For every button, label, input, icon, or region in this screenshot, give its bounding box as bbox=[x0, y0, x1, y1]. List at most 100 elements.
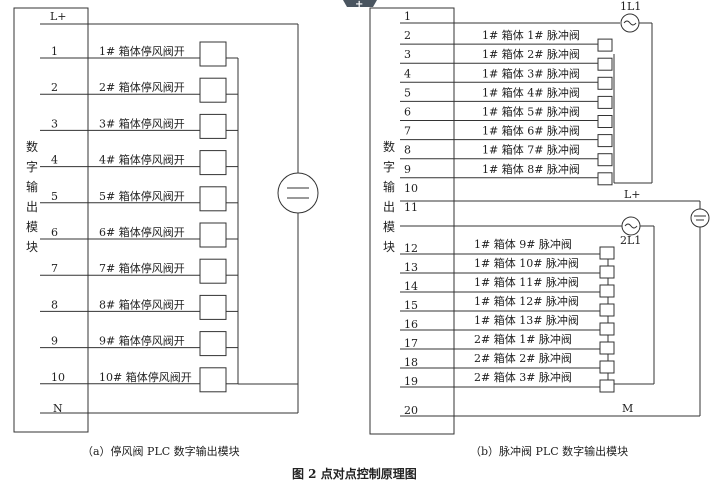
pulse-valve-coil-icon bbox=[599, 284, 615, 298]
right-row-label: 1# 箱体 1# 脉冲阀 bbox=[482, 28, 580, 42]
pulse-valve-coil-icon bbox=[599, 246, 615, 260]
right-row-label: 1# 箱体 13# 脉冲阀 bbox=[474, 313, 579, 327]
pulse-valve-coil-icon bbox=[597, 172, 613, 186]
left-module-char: 数 bbox=[26, 139, 38, 154]
left-row-number: 6 bbox=[51, 226, 58, 239]
right-row-number: 3 bbox=[404, 48, 411, 61]
right-m-label: M bbox=[622, 402, 633, 415]
right-row-number: 18 bbox=[404, 356, 418, 369]
right-row-label: 2# 箱体 2# 脉冲阀 bbox=[474, 351, 572, 365]
right-module-box bbox=[369, 7, 455, 435]
left-row-label: 3# 箱体停风阀开 bbox=[99, 116, 185, 130]
source-2l1-label: 2L1 bbox=[620, 234, 641, 247]
left-row-label: 4# 箱体停风阀开 bbox=[99, 153, 185, 167]
left-row-label: 9# 箱体停风阀开 bbox=[99, 334, 185, 348]
pulse-valve-coil-icon bbox=[597, 76, 613, 90]
pulse-valve-coil-icon bbox=[599, 303, 615, 317]
right-row-number: 5 bbox=[404, 86, 411, 99]
pulse-valve-coil-icon bbox=[599, 322, 615, 336]
right-module-char: 输 bbox=[383, 179, 395, 194]
left-power-source-icon bbox=[277, 172, 319, 214]
figure-title: 图 2 点对点控制原理图 bbox=[292, 466, 417, 481]
left-lplus-terminal: L+ bbox=[50, 10, 67, 23]
right-row-label: 1# 箱体 7# 脉冲阀 bbox=[482, 143, 580, 157]
right-row-number: 2 bbox=[404, 29, 411, 42]
right-row-number: 1 bbox=[404, 10, 411, 23]
right-row-label: 2# 箱体 3# 脉冲阀 bbox=[474, 370, 572, 384]
pulse-valve-coil-icon bbox=[597, 95, 613, 109]
source-2l1-wave bbox=[624, 223, 638, 229]
right-row-label: 1# 箱体 9# 脉冲阀 bbox=[474, 237, 572, 251]
valve-coil-icon bbox=[199, 222, 227, 248]
right-row-label: 1# 箱体 3# 脉冲阀 bbox=[482, 66, 580, 80]
add-icon: + bbox=[355, 0, 363, 10]
valve-coil-icon bbox=[199, 41, 227, 67]
right-row-label: 1# 箱体 8# 脉冲阀 bbox=[482, 162, 580, 176]
left-row-label: 2# 箱体停风阀开 bbox=[99, 80, 185, 94]
right-row-number: 15 bbox=[404, 299, 418, 312]
right-row-label: 1# 箱体 2# 脉冲阀 bbox=[482, 47, 580, 61]
right-module-char: 字 bbox=[383, 159, 395, 174]
pulse-valve-coil-icon bbox=[599, 379, 615, 393]
right-row-number: 20 bbox=[404, 404, 418, 417]
right-row-number: 6 bbox=[404, 106, 411, 119]
right-caption: （b）脉冲阀 PLC 数字输出模块 bbox=[470, 444, 628, 458]
pulse-valve-coil-icon bbox=[597, 38, 613, 52]
right-row-number: 16 bbox=[404, 318, 418, 331]
left-row-number: 3 bbox=[51, 117, 58, 130]
left-module-label: 数 字 输 出 模 块 bbox=[26, 139, 38, 254]
add-tab-shape bbox=[343, 0, 377, 7]
valve-coil-icon bbox=[199, 331, 227, 357]
pulse-valve-coil-icon bbox=[597, 57, 613, 71]
left-row-label: 7# 箱体停风阀开 bbox=[99, 261, 185, 275]
left-module-char: 出 bbox=[26, 200, 38, 214]
right-row-label: 1# 箱体 5# 脉冲阀 bbox=[482, 105, 580, 119]
right-row-number: 8 bbox=[404, 144, 411, 157]
left-row-number: 7 bbox=[51, 262, 58, 275]
right-module-char: 数 bbox=[383, 139, 395, 154]
left-row-number: 1 bbox=[51, 45, 58, 58]
right-row-number: 9 bbox=[404, 163, 411, 176]
left-module-char: 块 bbox=[26, 240, 38, 254]
right-row-label: 1# 箱体 12# 脉冲阀 bbox=[474, 294, 579, 308]
left-row-label: 6# 箱体停风阀开 bbox=[99, 225, 185, 239]
source-1l1-wave bbox=[623, 20, 637, 26]
left-row-number: 4 bbox=[51, 154, 58, 167]
right-row-label: 1# 箱体 11# 脉冲阀 bbox=[474, 275, 579, 289]
valve-coil-icon bbox=[199, 113, 227, 139]
valve-coil-icon bbox=[199, 367, 227, 393]
add-button[interactable]: + bbox=[343, 0, 377, 10]
right-row-number: 10 bbox=[404, 182, 418, 195]
right-row-number: 17 bbox=[404, 337, 418, 350]
left-row-number: 9 bbox=[51, 335, 58, 348]
valve-coil-icon bbox=[199, 294, 227, 320]
right-module-char: 模 bbox=[383, 220, 395, 234]
valve-coil-icon bbox=[199, 186, 227, 212]
pulse-valve-coil-icon bbox=[597, 134, 613, 148]
right-module-char: 出 bbox=[383, 200, 395, 214]
right-row-number: 19 bbox=[404, 375, 418, 388]
right-row-number: 14 bbox=[404, 280, 418, 293]
right-row-label: 1# 箱体 4# 脉冲阀 bbox=[482, 85, 580, 99]
left-module-char: 输 bbox=[26, 179, 38, 194]
left-module-box bbox=[13, 7, 89, 433]
left-row-number: 2 bbox=[51, 81, 58, 94]
right-ground-source-icon bbox=[690, 208, 710, 228]
right-module-label: 数 字 输 出 模 块 bbox=[383, 139, 395, 254]
right-row-number: 4 bbox=[404, 67, 411, 80]
right-row-number: 13 bbox=[404, 261, 418, 274]
left-row-number: 5 bbox=[51, 190, 58, 203]
valve-coil-icon bbox=[199, 258, 227, 284]
pulse-valve-coil-icon bbox=[599, 341, 615, 355]
right-row-label: 2# 箱体 1# 脉冲阀 bbox=[474, 332, 572, 346]
valve-coil-icon bbox=[199, 150, 227, 176]
left-row-label: 5# 箱体停风阀开 bbox=[99, 189, 185, 203]
right-row-number: 7 bbox=[404, 125, 411, 138]
left-n-terminal: N bbox=[53, 402, 63, 415]
left-row-label: 8# 箱体停风阀开 bbox=[99, 297, 185, 311]
pulse-valve-coil-icon bbox=[599, 360, 615, 374]
